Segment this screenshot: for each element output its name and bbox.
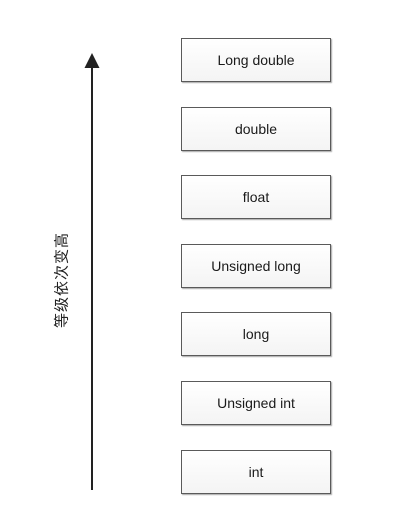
type-box-long-double: Long double (181, 38, 331, 82)
type-label: double (234, 121, 278, 137)
type-box-unsigned-long: Unsigned long (181, 244, 331, 288)
type-label: Unsigned long (211, 258, 301, 274)
type-box-int: int (181, 450, 331, 494)
type-label: float (242, 189, 270, 205)
type-box-unsigned-int: Unsigned int (181, 381, 331, 425)
type-label: Unsigned int (217, 395, 295, 411)
type-label: long (242, 326, 270, 342)
type-label: int (248, 464, 264, 480)
type-box-float: float (181, 175, 331, 219)
rank-arrow-head (84, 53, 100, 68)
type-label: Long double (217, 52, 295, 68)
rank-axis-label: 等级依次变高 (52, 231, 71, 329)
type-box-long: long (181, 312, 331, 356)
type-box-double: double (181, 107, 331, 151)
